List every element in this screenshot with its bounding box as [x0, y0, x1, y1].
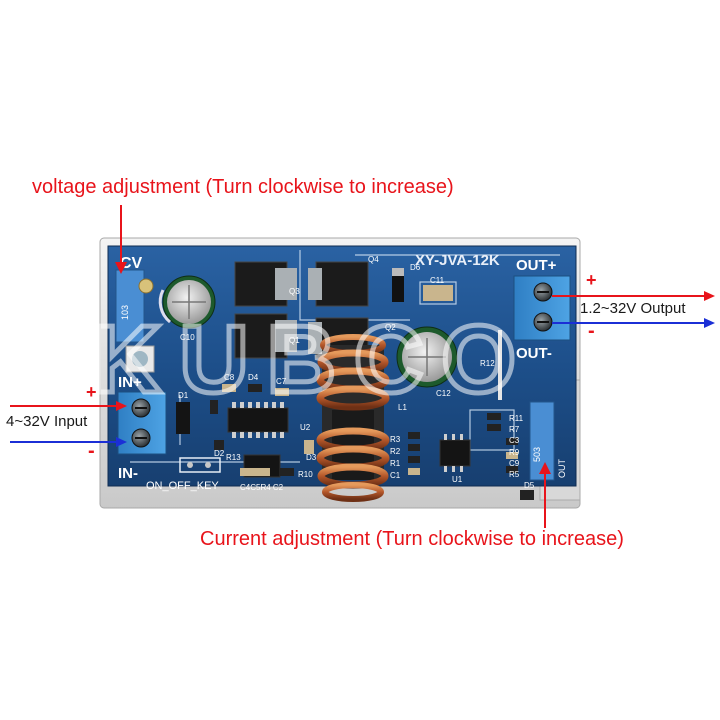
label-c1: C1: [390, 471, 401, 480]
output-plus-sign: +: [586, 270, 597, 290]
label-u1: U1: [452, 475, 463, 484]
watermark: KUBCO: [90, 304, 534, 416]
label-c11: C11: [430, 276, 445, 285]
label-c9: C9: [509, 459, 520, 468]
led-window: [125, 345, 155, 373]
label-r1: R1: [390, 459, 401, 468]
label-r7: R7: [509, 425, 520, 434]
board-labels: XY-JVA-12K CV OUT+ OUT- IN+ IN- ON_OFF_K…: [118, 252, 567, 492]
label-c12: C12: [436, 389, 451, 398]
label-c4c5r4c2: C4C5R4 C2: [240, 483, 284, 492]
label-u2: U2: [300, 423, 311, 432]
label-r9: R9: [509, 448, 520, 457]
model-label: XY-JVA-12K: [415, 252, 500, 269]
annotation-arrows: [10, 205, 715, 528]
input-plus-sign: +: [86, 382, 97, 402]
label-d5: D5: [524, 481, 535, 490]
label-q1: Q1: [289, 336, 300, 345]
label-d2: D2: [214, 449, 225, 458]
out-plus-label: OUT+: [516, 257, 557, 274]
capacitor-c12: [396, 326, 458, 388]
label-q3: Q3: [289, 287, 300, 296]
label-r5: R5: [509, 470, 520, 479]
label-c3: C3: [509, 436, 520, 445]
voltage-potentiometer: [115, 269, 154, 343]
transistor-d1: [176, 402, 190, 434]
label-r13: R13: [226, 453, 241, 462]
watermark-text: KUBCO: [92, 306, 534, 413]
current-potentiometer: [529, 401, 555, 481]
label-d3: D3: [306, 453, 317, 462]
output-annotation: 1.2~32V Output: [580, 300, 686, 317]
diode-d6: [392, 268, 404, 302]
voltage-annotation: voltage adjustment (Turn clockwise to in…: [32, 176, 454, 198]
label-q4: Q4: [368, 255, 379, 264]
pot-code-v: 103: [120, 305, 130, 320]
current-annotation: Current adjustment (Turn clockwise to in…: [200, 528, 624, 550]
input-annotation: 4~32V Input: [6, 413, 88, 430]
in-minus-label: IN-: [118, 465, 138, 482]
on-off-key-label: ON_OFF_KEY: [146, 480, 219, 492]
capacitor-c10: [158, 275, 216, 329]
capacitor-c11: [423, 285, 453, 301]
ic-u1: [439, 434, 471, 472]
input-minus-sign: -: [88, 440, 95, 462]
output-terminal: [513, 275, 571, 341]
in-plus-label: IN+: [118, 374, 142, 391]
label-r2: R2: [390, 447, 401, 456]
cv-label: CV: [120, 255, 143, 272]
output-minus-sign: -: [588, 320, 595, 342]
inductor-l1: [316, 334, 390, 502]
label-l1: L1: [398, 403, 407, 412]
label-c7: C7: [276, 377, 287, 386]
input-terminal: [117, 391, 167, 455]
pot-code-c: 503: [532, 447, 542, 462]
label-d6: D6: [410, 263, 421, 272]
label-d1: D1: [178, 391, 189, 400]
label-q2: Q2: [385, 323, 396, 332]
out-small-label: OUT: [557, 459, 567, 479]
label-r11: R11: [509, 414, 524, 423]
label-r3: R3: [390, 435, 401, 444]
on-off-header: [179, 457, 221, 473]
label-r12: R12: [480, 359, 495, 368]
label-d4: D4: [248, 373, 259, 382]
label-c10: C10: [180, 333, 195, 342]
out-minus-label: OUT-: [516, 345, 552, 362]
smd-components: [210, 384, 534, 500]
label-r10: R10: [298, 470, 313, 479]
label-c8: C8: [224, 373, 235, 382]
